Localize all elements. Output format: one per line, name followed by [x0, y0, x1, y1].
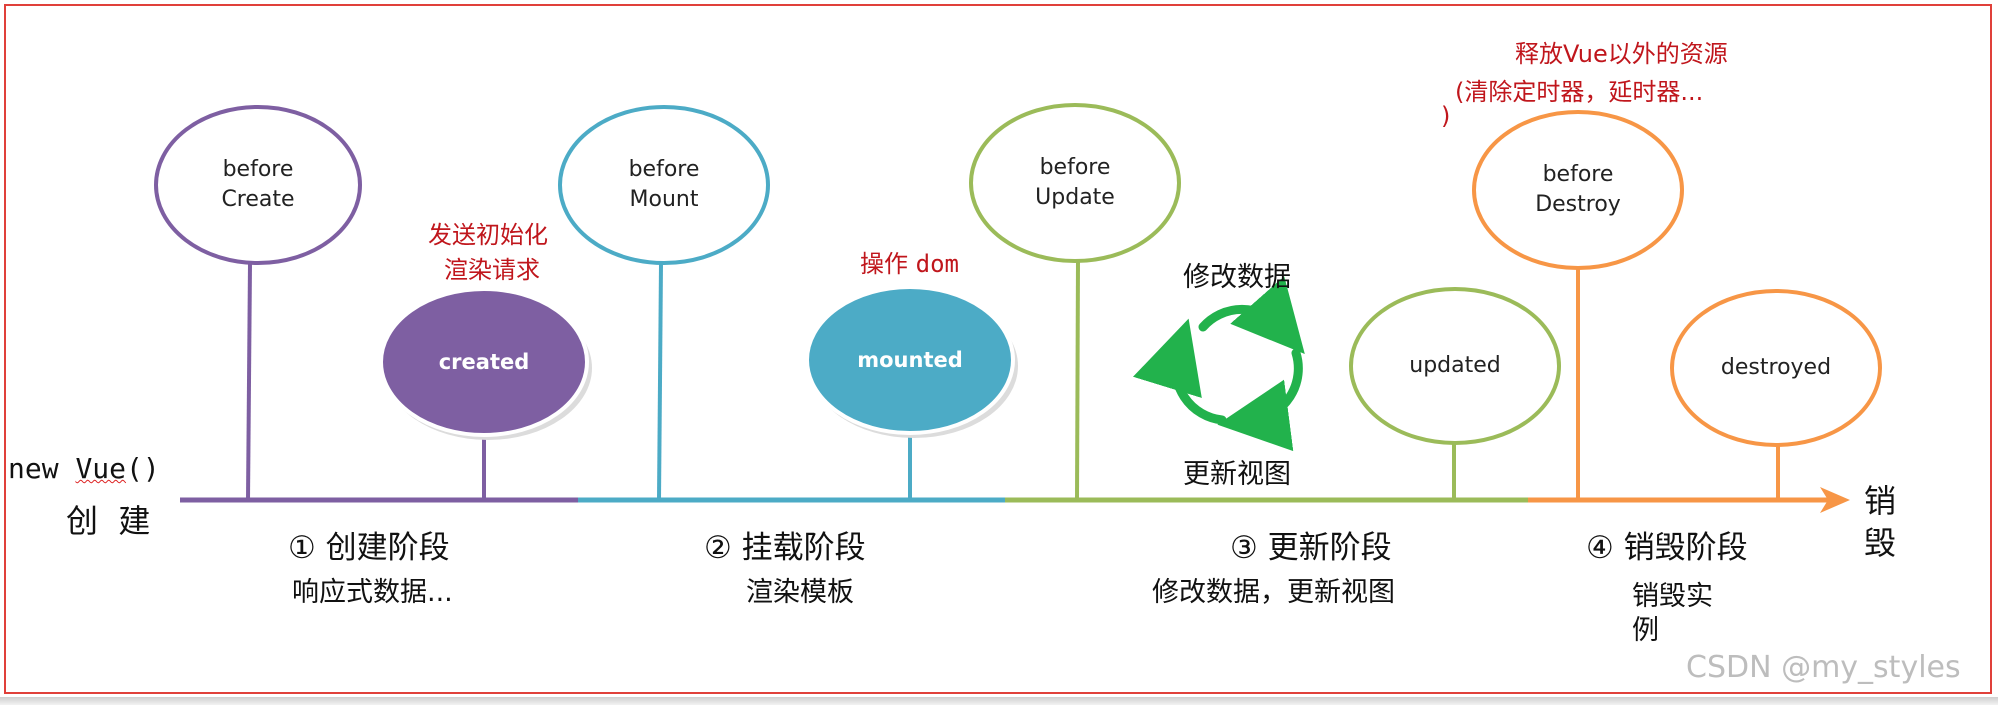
update-cycle-icon: [1133, 276, 1305, 452]
hook-ellipse-mounted: [805, 285, 1015, 435]
phase-desc-update: 修改数据，更新视图: [1152, 577, 1395, 608]
hook-label-created: created: [438, 350, 530, 374]
new-vue-suffix: (): [126, 452, 160, 485]
new-vue-label: new Vue(): [8, 452, 160, 485]
timeline-arrowhead: [1820, 487, 1850, 513]
phase-title-create: ① 创建阶段: [288, 530, 450, 566]
destroy-note-line2: (清除定时器，延时器...: [1455, 78, 1704, 106]
end-label-line2: 毁: [1864, 524, 1897, 562]
hook-ellipse-before-destroy: [1472, 110, 1684, 270]
hook-label-before-destroy: before Destroy: [1535, 162, 1621, 217]
hook-ellipse-before-mount: [558, 105, 770, 265]
stem-before-create: [246, 262, 252, 501]
hook-ellipse-before-create: [154, 105, 362, 265]
phase-desc-create: 响应式数据...: [292, 577, 453, 608]
diagram-frame: [4, 4, 1992, 694]
stem-before-mount: [657, 262, 663, 501]
create-caption: 创 建: [66, 502, 151, 540]
created-note-line2: 渲染请求: [444, 256, 540, 284]
new-vue-prefix: new: [8, 452, 76, 485]
hook-label-updated: updated: [1409, 353, 1501, 378]
mounted-note-prefix: 操作: [860, 250, 916, 278]
phase-title-mount: ② 挂载阶段: [704, 530, 866, 566]
mounted-note-code: dom: [915, 250, 959, 278]
hook-ellipse-created: [379, 287, 589, 437]
phase-desc-destroy-line2: 例: [1632, 615, 1659, 646]
hook-label-before-update: before Update: [1035, 155, 1115, 210]
bottom-edge: [0, 697, 1998, 705]
hook-label-before-create: before Create: [221, 157, 295, 212]
hook-ellipse-destroyed: [1670, 289, 1882, 447]
watermark: CSDN @my_styles: [1686, 650, 1961, 685]
mounted-note: 操作 dom: [860, 244, 959, 279]
hook-label-mounted: mounted: [857, 348, 963, 372]
hook-ellipse-before-update: [969, 103, 1181, 263]
hook-label-before-mount: before Mount: [628, 157, 700, 212]
hook-ellipse-updated: [1349, 287, 1561, 445]
destroy-note-line1: 释放Vue以外的资源: [1515, 40, 1728, 68]
end-label-line1: 销: [1864, 482, 1897, 520]
destroy-note-line3: ): [1441, 102, 1451, 130]
stem-before-update: [1075, 259, 1080, 501]
phase-desc-destroy-line1: 销毁实: [1632, 581, 1713, 612]
new-vue-word: Vue: [75, 452, 127, 485]
cycle-bottom-label: 更新视图: [1183, 459, 1291, 490]
phase-title-destroy: ④ 销毁阶段: [1586, 530, 1748, 566]
phase-desc-mount: 渲染模板: [746, 577, 854, 608]
phase-title-update: ③ 更新阶段: [1230, 530, 1392, 566]
hook-label-destroyed: destroyed: [1720, 355, 1832, 380]
created-note-line1: 发送初始化: [428, 221, 548, 249]
cycle-top-label: 修改数据: [1183, 262, 1291, 293]
